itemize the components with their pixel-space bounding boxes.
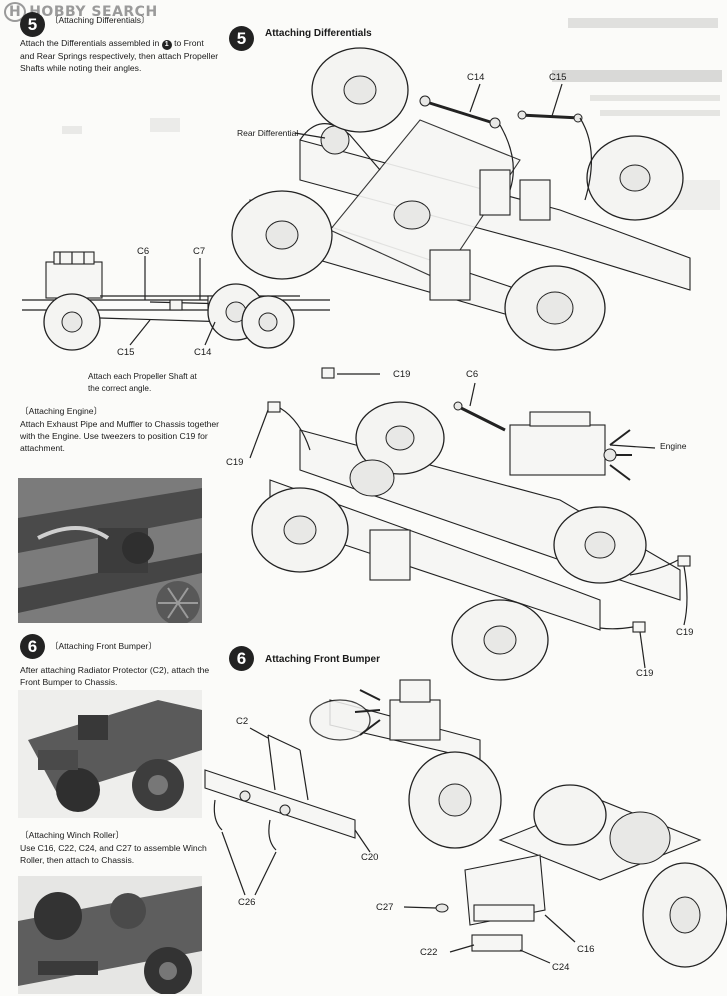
label-c16: C16 — [577, 944, 595, 955]
label-c20: C20 — [361, 852, 379, 863]
label-c19-b: C19 — [226, 457, 244, 468]
label-c26: C26 — [238, 897, 256, 908]
side-label-c6: C6 — [137, 246, 150, 257]
side-label-c14: C14 — [194, 347, 212, 358]
side-label-c15: C15 — [117, 347, 135, 358]
label-c6-main: C6 — [466, 369, 479, 380]
label-c24: C24 — [552, 962, 570, 973]
left-step6-text: After attaching Radiator Protector (C2),… — [20, 665, 210, 687]
left-step6-number: 6 — [20, 634, 45, 659]
winch-title: 〔Attaching Winch Roller〕 — [20, 830, 125, 840]
winch-text: Use C16, C22, C24, and C27 to assemble W… — [20, 843, 207, 865]
label-rear-differential: Rear Differential — [237, 128, 299, 138]
step1-ref-icon: 1 — [161, 40, 172, 50]
label-engine: Engine — [660, 441, 687, 451]
watermark-badge: H — [4, 2, 27, 22]
main-step6-title: Attaching Front Bumper — [265, 654, 380, 665]
left-step6-title: 〔Attaching Front Bumper〕 — [50, 641, 157, 651]
label-c14-top: C14 — [467, 72, 485, 83]
bumper-photo — [18, 690, 202, 818]
engine-text: Attach Exhaust Pipe and Muffler to Chass… — [20, 419, 220, 453]
engine-photo — [18, 478, 202, 623]
main-step6-number: 6 — [229, 646, 254, 671]
label-c19-a: C19 — [393, 369, 411, 380]
winch-photo — [18, 876, 202, 994]
label-c22: C22 — [420, 947, 438, 958]
step5-text-a: Attach the Differentials assembled in — [20, 38, 160, 48]
label-c27: C27 — [376, 902, 394, 913]
label-c19-c: C19 — [676, 627, 694, 638]
label-c19-d: C19 — [636, 668, 654, 679]
label-c2: C2 — [236, 716, 249, 727]
side-view-note: Attach each Propeller Shaft at the corre… — [88, 372, 197, 393]
left-step5-text: Attach the Differentials assembled in 1 … — [20, 37, 220, 74]
left-step5-title: 〔Attaching Differentials〕 — [50, 15, 150, 25]
main-step5-number: 5 — [229, 26, 254, 51]
left-step5-number: 5 — [20, 12, 45, 37]
label-c15-top: C15 — [549, 72, 567, 83]
side-label-c7: C7 — [193, 246, 206, 257]
main-step5-title: Attaching Differentials — [265, 28, 372, 39]
engine-title: 〔Attaching Engine〕 — [20, 406, 103, 416]
step5-text-b: to Front and Rear Springs respectively, … — [20, 38, 219, 73]
watermark-text: HOBBY SEARCH — [29, 4, 158, 20]
